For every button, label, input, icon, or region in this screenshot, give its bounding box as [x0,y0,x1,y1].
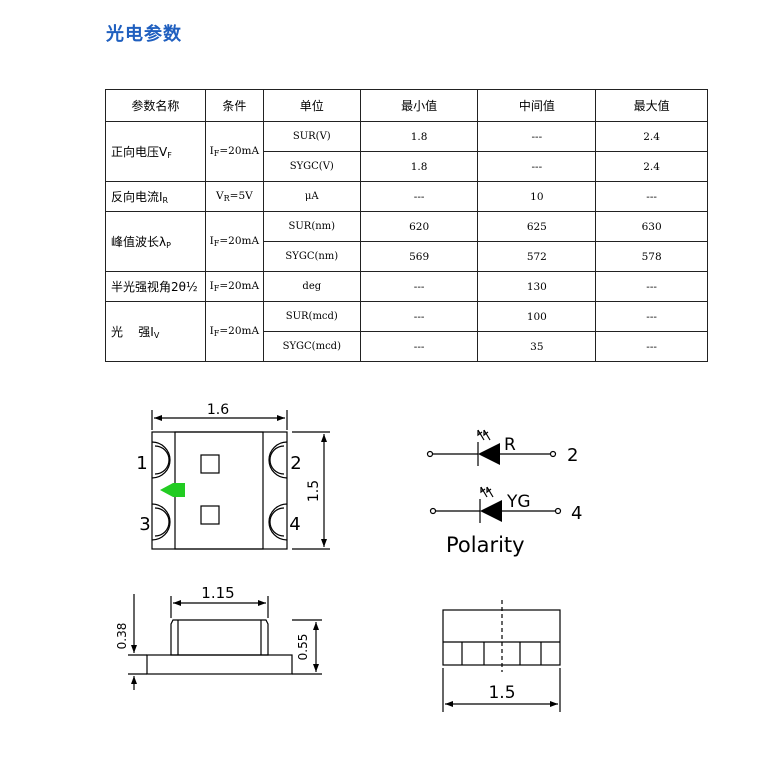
pin-2-label: 2 [290,453,301,474]
min-cell: --- [359,271,479,302]
side-view [128,594,322,690]
min-cell: 569 [359,241,479,272]
side-width-label: 1.15 [201,584,234,602]
typ-cell: 572 [477,241,597,272]
unit-cell: μA [262,181,361,212]
min-cell: 1.8 [359,151,479,182]
condition: IF=20mA [204,301,264,362]
bottom-view [442,600,561,712]
header-param: 参数名称 [105,89,206,122]
header-min: 最小值 [359,89,479,122]
top-width-label: 1.6 [207,402,229,418]
unit-cell: SYGC(nm) [262,241,361,272]
typ-cell: --- [477,121,597,152]
param-name: 反向电流IR [105,181,206,212]
unit-cell: SUR(V) [262,121,361,152]
table-row: SYGC(nm) 569 572 578 [106,241,708,272]
max-cell: 630 [595,211,708,242]
max-cell: 578 [595,241,708,272]
min-cell: 620 [359,211,479,242]
side-right-height-label: 0.55 [296,634,310,661]
table-row: 正向电压VF IF=20mA SUR(V) 1.8 --- 2.4 [105,121,708,182]
table-row: 峰值波长λP IF=20mA SUR(nm) 620 625 630 [105,211,708,272]
pin-3-label: 3 [139,514,150,535]
led-r-label: R [504,435,516,455]
unit-cell: SUR(nm) [262,211,361,242]
param-name: 光 强IV [105,301,206,362]
typ-cell: 10 [477,181,597,212]
param-name: 正向电压VF [105,121,206,182]
pin-4-label: 4 [289,514,300,535]
unit-cell: SUR(mcd) [262,301,361,332]
top-height-label: 1.5 [306,480,322,502]
diode-r-icon [478,443,500,465]
table-row: 光 强IV IF=20mA SUR(mcd) --- 100 --- [105,301,708,362]
top-view [151,410,330,550]
bottom-width-label: 1.5 [488,683,515,703]
led-r-pin-label: 2 [567,445,578,466]
condition: IF=20mA [204,271,264,302]
table-row: SYGC(mcd) --- 35 --- [106,331,708,362]
max-cell: --- [595,331,708,362]
page-title: 光电参数 [106,24,182,45]
condition: IF=20mA [204,211,264,272]
max-cell: 2.4 [595,121,708,152]
unit-cell: SYGC(mcd) [262,331,361,362]
header-condition: 条件 [204,89,264,122]
parameter-table: 参数名称 条件 单位 最小值 中间值 最大值 正向电压VF IF=20mA SU… [105,89,708,362]
max-cell: --- [595,301,708,332]
polarity-label: Polarity [446,533,525,557]
led-yg-pin-label: 4 [571,503,582,524]
typ-cell: 625 [477,211,597,242]
unit-cell: SYGC(V) [262,151,361,182]
led-yg-label: YG [506,492,531,512]
polarity-diagram [426,429,562,523]
side-left-height-label: 0.38 [115,623,129,650]
table-row: 反向电流IR VR=5V μA --- 10 --- [105,181,708,212]
diode-yg-icon [480,500,502,522]
header-unit: 单位 [262,89,361,122]
table-header-row: 参数名称 条件 单位 最小值 中间值 最大值 [105,89,708,122]
pin-1-label: 1 [136,453,147,474]
typ-cell: 35 [477,331,597,362]
typ-cell: 130 [477,271,597,302]
min-cell: --- [359,331,479,362]
param-name: 峰值波长λP [105,211,206,272]
